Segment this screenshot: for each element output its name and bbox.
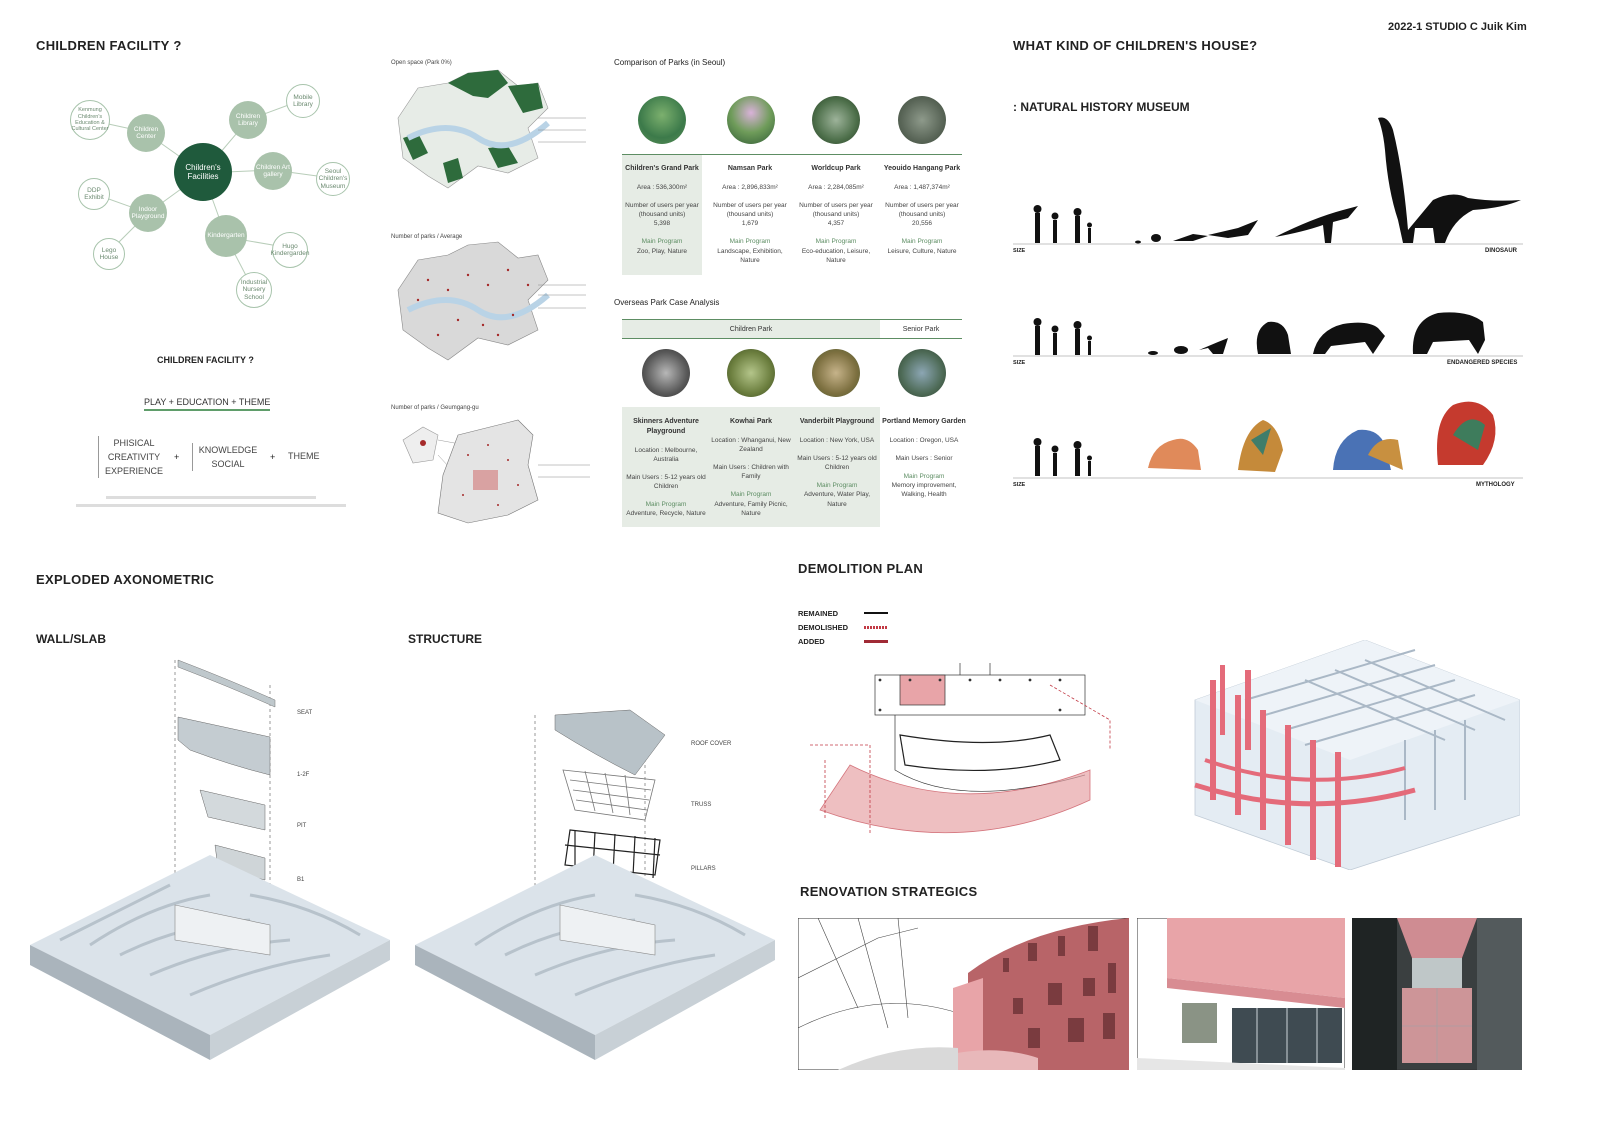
- overseas-header-children: Children Park: [622, 319, 880, 339]
- wall-label: B1: [297, 877, 305, 883]
- endangered-animal-silhouettes: [1148, 312, 1485, 355]
- row-label-right: MYTHOLOGY: [1476, 482, 1515, 488]
- overseas-photo: [812, 349, 860, 397]
- facility-outer-node: DDP Exhibit: [78, 178, 110, 210]
- parks-highlight-panel: [622, 155, 702, 275]
- overseas-panel: [622, 407, 880, 527]
- demolition-legend: REMAINED DEMOLISHED ADDED: [798, 606, 888, 648]
- parks-title: Comparison of Parks (in Seoul): [614, 58, 726, 67]
- facility-outer-node: Seoul Children's Museum: [316, 162, 350, 196]
- facility-subtitle: CHILDREN FACILITY ?: [157, 355, 254, 365]
- renovation-render-2: [1137, 918, 1345, 1070]
- plus-sign: +: [174, 452, 180, 462]
- wall-label: PIT: [297, 823, 307, 829]
- facility-theme: THEME: [288, 451, 320, 461]
- row-label-right: ENDANGERED SPECIES: [1447, 360, 1518, 366]
- overseas-title: Overseas Park Case Analysis: [614, 298, 720, 307]
- overseas-column: Portland Memory Garden Location : Oregon…: [882, 418, 966, 499]
- demolition-title: DEMOLITION PLAN: [798, 561, 924, 576]
- facility-title: CHILDREN FACILITY ?: [36, 38, 182, 53]
- overseas-photo: [642, 349, 690, 397]
- seoul-average-map: [397, 241, 586, 361]
- overseas-column: Vanderbilt Playground Location : New Yor…: [797, 418, 877, 508]
- row-label-left: SIZE: [1013, 360, 1026, 366]
- facility-outer-node: Mobile Library: [286, 84, 320, 118]
- overseas-column: Skinners Adventure Playground Location :…: [626, 418, 706, 518]
- park-photo: [638, 96, 686, 144]
- facility-outer-node: Kenmung Children's Education & Cultural …: [70, 100, 110, 140]
- human-silhouettes: [1033, 205, 1092, 243]
- structure-axonometric: [415, 709, 775, 1060]
- row-label-right: DINOSAUR: [1485, 248, 1518, 254]
- overseas-column: Kowhai Park Location : Whanganui, New Ze…: [711, 418, 791, 517]
- park-column: Yeouido Hangang Park Area : 1,487,374m² …: [883, 165, 961, 255]
- map-caption: Number of parks / Average: [391, 234, 463, 240]
- facility-node: Children Art gallery: [254, 152, 292, 190]
- park-photo: [727, 96, 775, 144]
- district-map: [402, 419, 590, 524]
- house-title: WHAT KIND OF CHILDREN'S HOUSE?: [1013, 38, 1258, 53]
- facility-formula: PLAY + EDUCATION + THEME: [144, 397, 271, 411]
- overseas-photo: [898, 349, 946, 397]
- map-caption: Number of parks / Geumgang-gu: [391, 405, 479, 411]
- seoul-park-map: [397, 69, 586, 189]
- structure-title: STRUCTURE: [408, 632, 482, 646]
- human-silhouettes: [1033, 318, 1092, 355]
- overseas-header-senior: Senior Park: [880, 319, 962, 339]
- facility-outer-node: Hugo Kindergarden: [271, 232, 310, 268]
- renovation-3d-model: [1194, 640, 1520, 870]
- park-column: Children's Grand Park Area : 536,300m² N…: [625, 165, 699, 255]
- overseas-photo: [727, 349, 775, 397]
- facility-outer-node: Industrial Nursery School: [236, 272, 272, 308]
- structure-label: PILLARS: [691, 866, 716, 872]
- facility-node: Children Library: [229, 101, 267, 139]
- structure-label: TRUSS: [691, 802, 712, 808]
- plus-sign: +: [270, 452, 276, 462]
- wall-slab-axonometric: [30, 659, 390, 1060]
- park-photo: [898, 96, 946, 144]
- wall-label: SEAT: [297, 710, 313, 716]
- wall-label: 1-2F: [297, 772, 310, 778]
- size-comparison-rows: [1013, 117, 1523, 479]
- dinosaur-silhouettes: [1135, 117, 1521, 244]
- axo-title: EXPLODED AXONOMETRIC: [36, 572, 215, 587]
- renovation-render-3: [1352, 918, 1522, 1070]
- facility-center-node: Children's Facilities: [174, 143, 232, 201]
- facility-node: Indoor Playground: [129, 194, 167, 232]
- mythology-creatures: [1148, 401, 1496, 472]
- structure-label: ROOF COVER: [691, 741, 732, 747]
- korean-text-block: [76, 496, 346, 507]
- park-column: Namsan Park Area : 2,896,833m² Number of…: [713, 165, 787, 264]
- facility-node: Children Center: [127, 114, 165, 152]
- facility-outer-node: Lego House: [93, 238, 125, 270]
- park-column: Worldcup Park Area : 2,284,085m² Number …: [799, 165, 873, 264]
- renovation-title: RENOVATION STRATEGICS: [800, 884, 978, 899]
- renovation-render-1: [798, 918, 1129, 1070]
- studio-label: 2022-1 STUDIO C Juik Kim: [1388, 21, 1527, 33]
- wall-title: WALL/SLAB: [36, 632, 106, 646]
- park-photo: [812, 96, 860, 144]
- house-subtitle: : NATURAL HISTORY MUSEUM: [1013, 100, 1190, 114]
- human-silhouettes: [1033, 438, 1092, 476]
- demolition-floor-plan: [810, 663, 1111, 835]
- map-caption: Open space (Park 0%): [391, 60, 452, 66]
- facility-node: Kindergarten: [205, 215, 247, 257]
- row-label-left: SIZE: [1013, 248, 1026, 254]
- parks-divider: [622, 154, 962, 155]
- row-label-left: SIZE: [1013, 482, 1026, 488]
